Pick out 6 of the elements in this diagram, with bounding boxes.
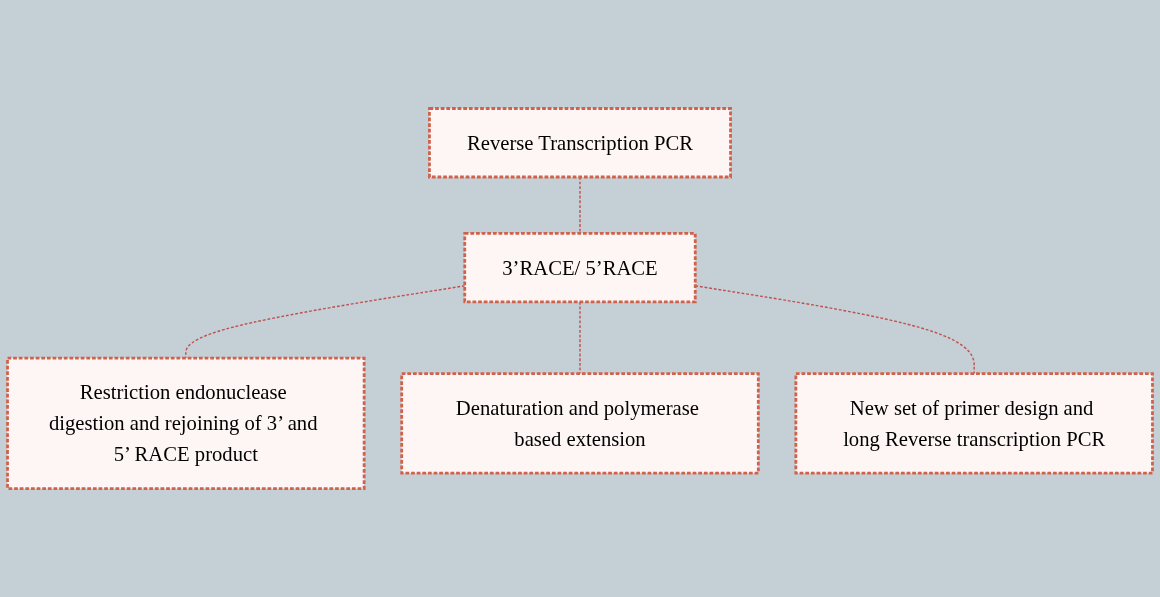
node-box: Restriction endonuclease digestion and rejoining of 3’ and 5’ RACE product [6,356,366,490]
connector [579,176,581,234]
node-box: New set of primer design and long Reverse transcription PCR [794,372,1154,475]
node-box: Denaturation and polymerase based extension [400,372,760,475]
node-box: Reverse Transcription PCR [428,107,732,179]
node-box: 3’RACE/ 5’RACE [463,231,697,304]
